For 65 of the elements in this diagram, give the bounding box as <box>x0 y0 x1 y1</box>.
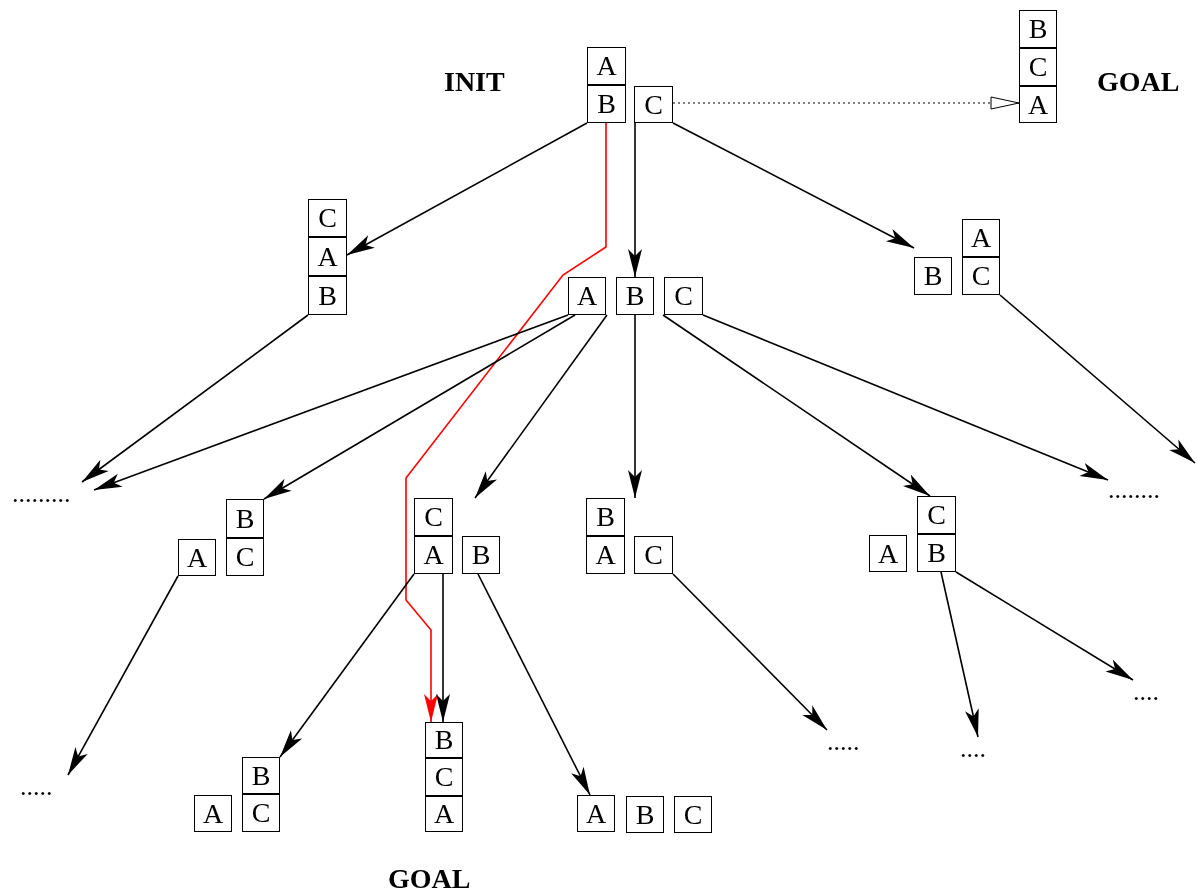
state-label: INIT <box>444 65 505 99</box>
arrow <box>702 314 1109 481</box>
letter-block: B <box>242 757 280 794</box>
letter-block: B <box>586 498 625 536</box>
ellipsis-text: .... <box>1133 680 1173 706</box>
letter-block: C <box>226 538 264 576</box>
arrow <box>628 122 642 278</box>
state-label: GOAL <box>1097 65 1180 99</box>
letter-block: A <box>587 47 626 85</box>
letter-block: C <box>962 257 1000 295</box>
letter-block: B <box>914 257 952 295</box>
letter-block: A <box>194 795 232 832</box>
letter-block: C <box>242 794 280 832</box>
arrow <box>405 122 607 723</box>
letter-block: C <box>308 199 347 237</box>
arrow <box>474 314 608 499</box>
letter-block: A <box>577 795 615 832</box>
letter-block: C <box>425 758 463 796</box>
letter-block: B <box>616 277 654 315</box>
arrow <box>81 314 309 483</box>
state-label: GOAL <box>388 862 471 895</box>
letter-block: C <box>917 496 956 534</box>
arrow <box>672 573 828 731</box>
arrow <box>263 314 576 500</box>
letter-block: C <box>664 277 703 315</box>
arrow <box>93 314 569 491</box>
letter-block: A <box>178 539 216 576</box>
letter-block: C <box>634 536 673 574</box>
letter-block: B <box>308 276 347 315</box>
letter-block: B <box>226 499 264 538</box>
letter-block: A <box>568 277 606 315</box>
arrow <box>477 573 591 796</box>
ellipsis-text: ......... <box>12 482 94 508</box>
letter-block: C <box>1019 48 1057 86</box>
letter-block: A <box>308 237 347 276</box>
letter-block: B <box>626 796 664 833</box>
arrow <box>346 122 588 256</box>
arrow <box>436 573 450 723</box>
letter-block: A <box>962 219 1000 257</box>
letter-block: B <box>587 85 626 123</box>
ellipsis-text: .... <box>960 737 1000 763</box>
letter-block: A <box>586 536 625 574</box>
letter-block: A <box>1019 86 1057 123</box>
letter-block: A <box>869 535 907 572</box>
arrow <box>672 96 1020 110</box>
letter-block: B <box>1019 10 1057 48</box>
letter-block: A <box>425 796 463 832</box>
letter-block: A <box>414 536 453 574</box>
letter-block: B <box>425 722 463 758</box>
arrow <box>672 122 915 249</box>
letter-block: C <box>674 796 712 833</box>
arrow <box>955 571 1134 681</box>
arrow <box>279 573 415 758</box>
arrow <box>67 575 179 776</box>
ellipsis-text: ........ <box>1108 478 1182 504</box>
arrow <box>662 314 931 497</box>
letter-block: C <box>414 498 453 536</box>
ellipsis-text: ..... <box>827 730 873 756</box>
letter-block: C <box>634 86 673 123</box>
letter-block: B <box>462 536 500 574</box>
arrow <box>628 314 642 499</box>
arrow <box>999 294 1196 464</box>
letter-block: B <box>917 534 956 572</box>
ellipsis-text: ..... <box>20 775 68 801</box>
arrow <box>940 571 979 738</box>
